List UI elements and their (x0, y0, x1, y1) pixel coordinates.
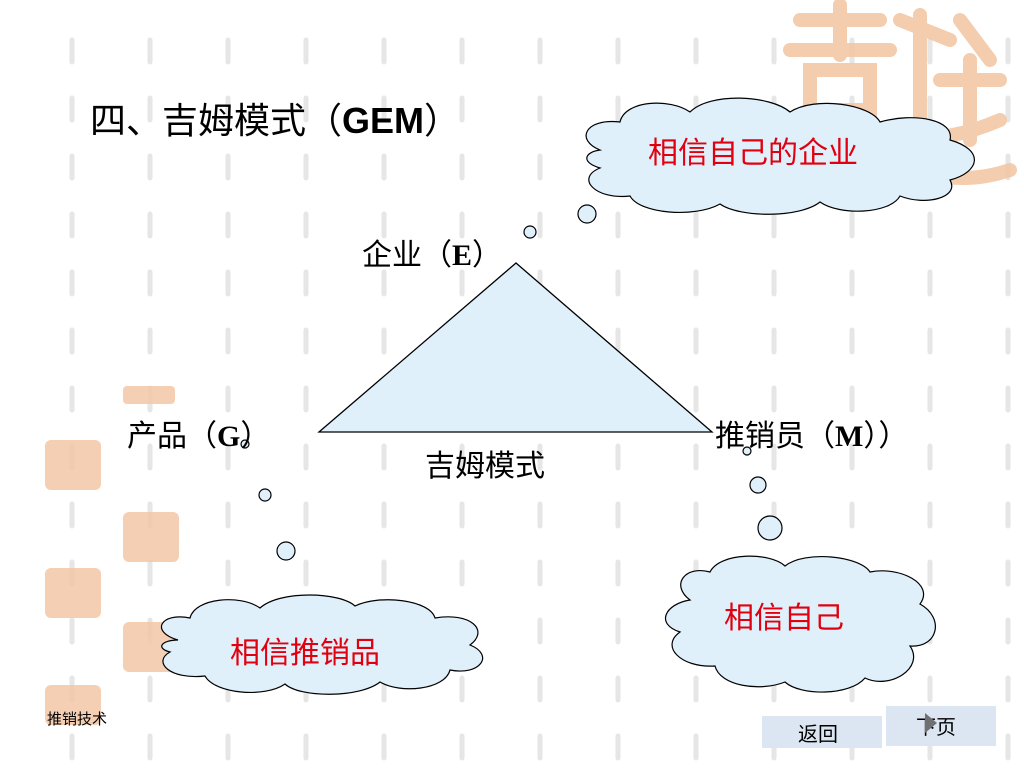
vertex-label-product: 产品（G） (127, 419, 271, 454)
vertex-label-salesperson: 推销员（M）） (715, 419, 909, 454)
cloud-enterprise-text: 相信自己的企业 (648, 136, 858, 171)
back-button[interactable]: 返回 (762, 716, 882, 748)
vertex-label-enterprise: 企业（E） (362, 238, 503, 273)
cloud-product (160, 594, 483, 695)
thought-bubbles-salesperson (742, 446, 783, 541)
cloud-enterprise (585, 97, 975, 215)
slide-title: 四、吉姆模式（GEM） (90, 100, 461, 142)
footer-course-label: 推销技术 (47, 710, 108, 728)
cloud-product-text: 相信推销品 (230, 636, 380, 671)
cloud-salesperson (665, 555, 936, 693)
gem-triangle (317, 262, 714, 433)
back-button-label: 返回 (798, 722, 838, 746)
thought-bubbles-enterprise (523, 204, 597, 239)
cloud-salesperson-text: 相信自己 (724, 601, 844, 636)
play-arrow-icon (925, 713, 937, 733)
triangle-center-label: 吉姆模式 (425, 449, 545, 484)
thought-bubbles-product (240, 439, 296, 561)
next-page-button-label: 下页 (916, 715, 956, 739)
next-page-button[interactable]: 下页 (886, 706, 996, 746)
